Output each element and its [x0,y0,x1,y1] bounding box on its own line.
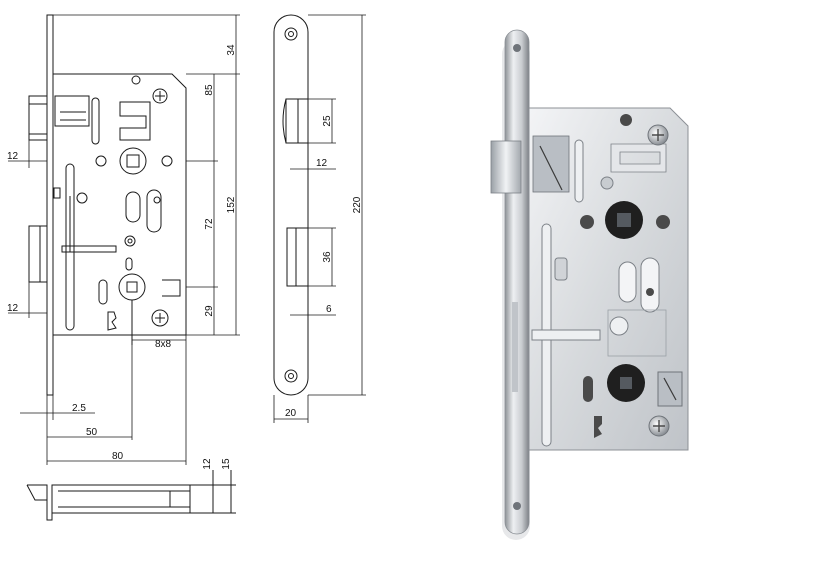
dim-backset: 50 [86,427,98,438]
dim-case-depth: 12 [202,458,213,470]
dim-bolt-side-projection: 6 [326,304,332,315]
dim-backset-to-square: 85 [204,84,215,96]
lock-photo [490,29,689,540]
dim-latch-side-projection: 12 [316,158,328,169]
top-view-dimension-labels: 12 15 [202,458,232,470]
dim-bolt-projection: 12 [7,303,19,314]
dim-total-depth: 15 [221,458,232,470]
latch-bolt [490,140,522,194]
dim-faceplate-top: 34 [226,44,237,56]
latch-outline [28,95,48,141]
dim-spindle-size: 8x8 [155,339,172,350]
dim-bolt-height: 36 [322,251,333,263]
forend-outline [46,14,54,396]
dim-square-to-keyhole: 72 [204,218,215,230]
dim-forend-length: 220 [352,196,363,213]
case-outline [52,73,187,336]
forend-view-dimension-labels: 220 25 12 36 6 20 [285,115,363,419]
front-view-dimension-labels: 34 85 152 72 29 12 12 2.5 50 80 8x8 [7,44,237,462]
dim-forend-width: 20 [285,408,297,419]
keyhole-outline [118,273,146,301]
front-view-drawing [28,14,187,396]
follower-outline [119,147,147,175]
forend-side-outline [273,14,309,396]
case-plate [528,107,689,451]
top-view-drawing [26,470,236,521]
dim-latch-projection: 12 [7,151,19,162]
front-view-dimensions [8,14,240,465]
dim-forend-thickness: 2.5 [72,403,86,414]
dim-keyhole-to-bottom: 29 [204,305,215,317]
dim-body-height: 152 [226,196,237,213]
screw-icon [152,88,168,104]
forend-view-dimensions [273,14,366,423]
dim-case-width: 80 [112,451,124,462]
forend-view-drawing [273,14,309,396]
forend-plate [504,29,530,535]
dim-latch-height: 25 [322,115,333,127]
